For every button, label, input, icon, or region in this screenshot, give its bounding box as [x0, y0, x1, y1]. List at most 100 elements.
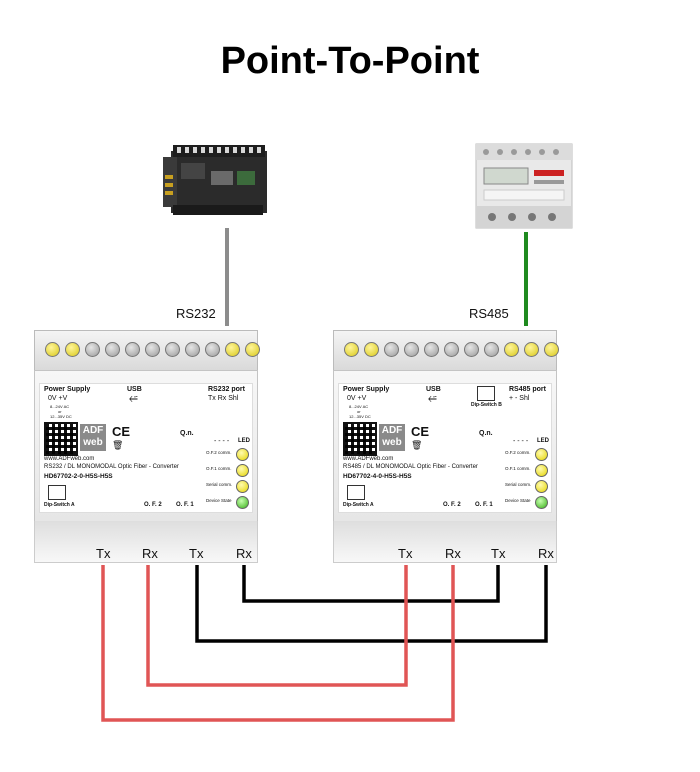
led-serial [236, 480, 249, 493]
port-title: RS485 port [509, 386, 546, 393]
ce-mark-icon: CE [411, 424, 430, 439]
usb-label: USB [426, 386, 441, 393]
product-description: RS485 / DL MONOMODAL Optic Fiber - Conve… [343, 464, 478, 470]
fiber-link-of1-tx-to-rx [195, 565, 548, 643]
screw-terminals [45, 342, 260, 357]
front-label-panel: Power Supply 0V +V 8...24V AC or 12...35… [338, 383, 552, 513]
screw-terminal [45, 342, 60, 357]
product-description: RS232 / DL MONOMODAL Optic Fiber - Conve… [44, 464, 179, 470]
terminal-rx-of2: Rx [445, 546, 461, 561]
qn-dashes: - - - - [513, 438, 529, 445]
terminal-rx-of1: Rx [538, 546, 554, 561]
usb-icon: ⭁ [129, 393, 138, 405]
screw-terminal [344, 342, 359, 357]
of1-label: O. F. 1 [176, 502, 194, 508]
dip-switch-a-label: Dip-Switch A [343, 502, 374, 508]
part-number: HD67702-2-0-H5S-H5S [44, 473, 113, 480]
or-text: or [357, 409, 361, 414]
led-label-of1: O.F.1 comm. [206, 466, 232, 471]
led-device-state [535, 496, 548, 509]
led-label-of2: O.F.2 comm. [505, 450, 531, 455]
module-bottom-rail [333, 521, 557, 563]
screw-terminal [185, 342, 200, 357]
voltage-terminals: 0V +V [347, 395, 367, 402]
port-title: RS232 port [208, 386, 245, 393]
terminal-rx-of1: Rx [236, 546, 252, 561]
screw-terminal [364, 342, 379, 357]
weee-bin-icon: 🗑 [411, 440, 423, 450]
led-of1 [236, 464, 249, 477]
front-label-panel: Power Supply 0V +V 8...24V AC or 12...35… [39, 383, 253, 513]
power-supply-label: Power Supply [343, 386, 390, 393]
screw-terminal [105, 342, 120, 357]
led-serial [535, 480, 548, 493]
module-body: Power Supply 0V +V 8...24V AC or 12...35… [333, 370, 557, 522]
converter-rs485: Power Supply 0V +V 8...24V AC or 12...35… [333, 330, 559, 563]
screw-terminal [544, 342, 559, 357]
dip-switch-a-icon [347, 485, 365, 500]
dc-range: 12...35V DC [50, 414, 72, 419]
dip-switch-b-icon [477, 386, 495, 401]
usb-label: USB [127, 386, 142, 393]
led-label-device-state: Device State [505, 498, 531, 503]
screw-terminal [384, 342, 399, 357]
dip-switch-a-label: Dip-Switch A [44, 502, 75, 508]
qr-code-icon [343, 422, 377, 456]
screw-terminal [65, 342, 80, 357]
screw-terminal [444, 342, 459, 357]
screw-terminal [225, 342, 240, 357]
port-pins: Tx Rx Shl [208, 395, 239, 402]
fiber-link-of2-tx-to-rx [101, 565, 455, 722]
module-top-rail [333, 330, 559, 371]
converter-rs232: Power Supply 0V +V 8...24V AC or 12...35… [34, 330, 260, 563]
module-top-rail [34, 330, 260, 371]
screw-terminal [504, 342, 519, 357]
terminal-tx-of1: Tx [491, 546, 506, 561]
of1-label: O. F. 1 [475, 502, 493, 508]
of2-label: O. F. 2 [443, 502, 461, 508]
screw-terminal [205, 342, 220, 357]
led-of2 [236, 448, 249, 461]
diagram-title: Point-To-Point [220, 40, 480, 82]
led-label-of1: O.F.1 comm. [505, 466, 531, 471]
fiber-link-of1-rx-to-tx [242, 565, 500, 603]
qn-dashes: - - - - [214, 438, 230, 445]
screw-terminal [484, 342, 499, 357]
rs485-port-label: RS485 [469, 306, 509, 321]
weee-bin-icon: 🗑 [112, 440, 124, 450]
led-device-state [236, 496, 249, 509]
screw-terminal [125, 342, 140, 357]
website: www.ADFweb.com [44, 456, 95, 462]
led-of1 [535, 464, 548, 477]
terminal-rx-of2: Rx [142, 546, 158, 561]
port-pins: + - Shl [509, 395, 530, 402]
fiber-link-of2-rx-to-tx [146, 565, 408, 687]
voltage-terminals: 0V +V [48, 395, 68, 402]
usb-icon: ⭁ [428, 393, 437, 405]
screw-terminal [464, 342, 479, 357]
led-label-serial: Serial comm. [505, 482, 532, 487]
led-label-serial: Serial comm. [206, 482, 233, 487]
part-number: HD67702-4-0-H5S-H5S [343, 473, 412, 480]
qn-label: Q.n. [479, 430, 493, 437]
led-title: LED [537, 438, 549, 444]
ac-range: 8...24V AC [349, 404, 369, 409]
screw-terminal [145, 342, 160, 357]
terminal-tx-of2: Tx [398, 546, 413, 561]
or-text: or [58, 409, 62, 414]
screw-terminal [424, 342, 439, 357]
dip-switch-a-icon [48, 485, 66, 500]
power-supply-label: Power Supply [44, 386, 91, 393]
qr-code-icon [44, 422, 78, 456]
plc-device-image [163, 145, 267, 215]
led-label-device-state: Device State [206, 498, 232, 503]
screw-terminal [404, 342, 419, 357]
terminal-tx-of2: Tx [96, 546, 111, 561]
ac-range: 8...24V AC [50, 404, 70, 409]
of2-label: O. F. 2 [144, 502, 162, 508]
screw-terminal [165, 342, 180, 357]
ce-mark-icon: CE [112, 424, 131, 439]
